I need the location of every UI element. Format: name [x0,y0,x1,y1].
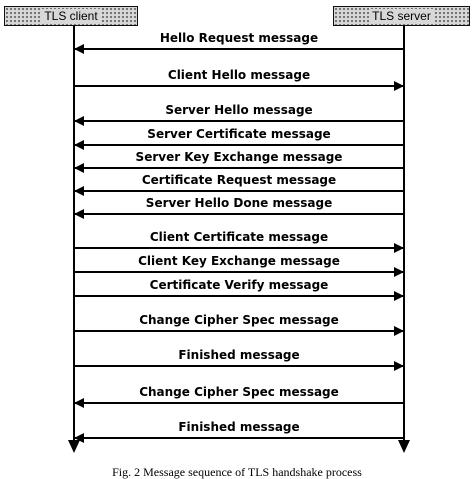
message-label-certificate-verify: Certificate Verify message [149,278,329,292]
message-label-change-cipher-spec-server: Change Cipher Spec message [139,385,339,399]
tls-client-label: TLS client [42,9,100,23]
message-label-finished-client: Finished message [178,348,300,362]
message-arrows [74,44,404,443]
message-label-client-hello: Client Hello message [167,68,311,82]
message-label-server-hello-done: Server Hello Done message [145,196,333,210]
message-label-server-hello: Server Hello message [165,103,313,117]
message-label-certificate-request: Certificate Request message [141,173,337,187]
message-label-hello-request: Hello Request message [159,31,319,45]
tls-server-label: TLS server [370,9,433,23]
server-lifeline-end-arrow [398,440,410,453]
message-label-server-key-exchange: Server Key Exchange message [135,150,343,164]
message-label-client-certificate: Client Certificate message [149,230,329,244]
tls-server-box: TLS server [333,6,470,26]
client-lifeline-end-arrow [68,440,80,453]
message-label-change-cipher-spec-client: Change Cipher Spec message [139,313,339,327]
tls-client-box: TLS client [4,6,138,26]
figure-caption: Fig. 2 Message sequence of TLS handshake… [112,465,362,479]
message-label-finished-server: Finished message [178,420,300,434]
message-label-server-certificate: Server Certificate message [147,127,331,141]
message-label-client-key-exchange: Client Key Exchange message [138,254,340,268]
